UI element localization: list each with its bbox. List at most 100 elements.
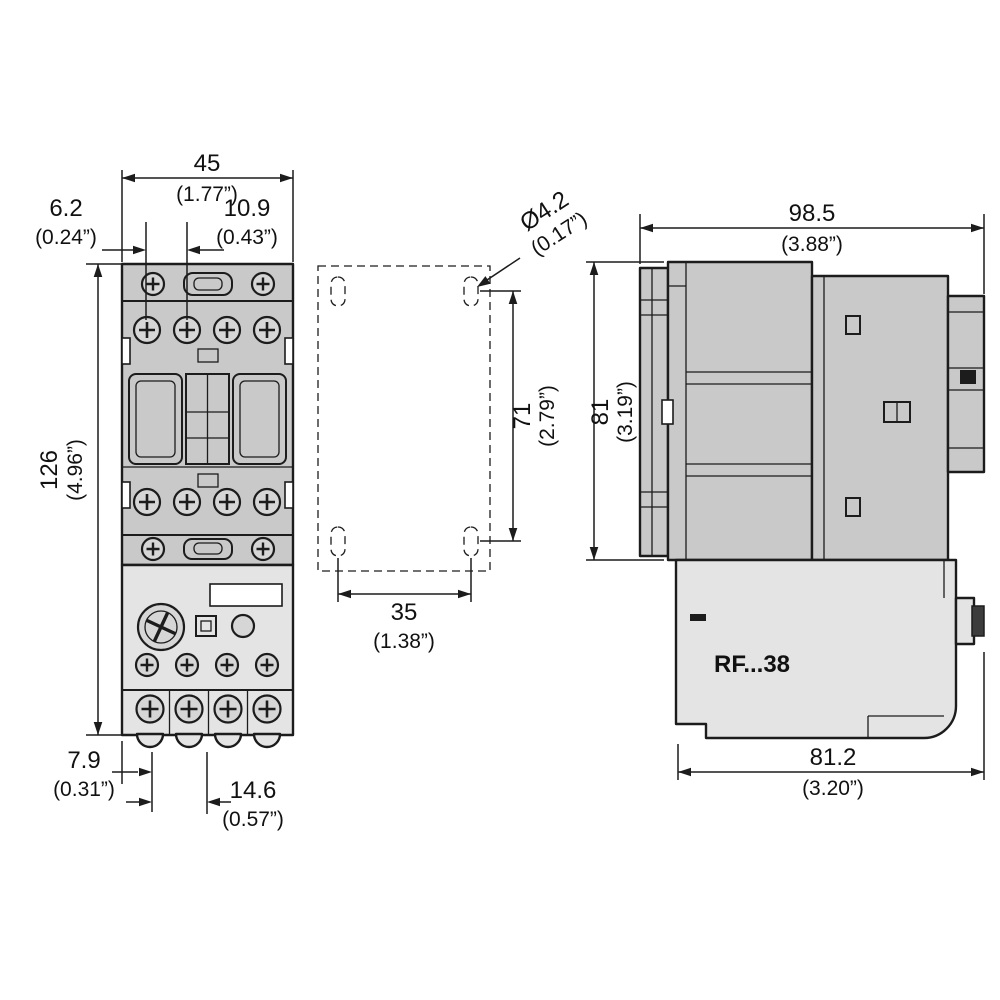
- top-clip: [183, 272, 233, 296]
- bottom-terminal-screw: [135, 694, 165, 724]
- dim-mounting-pitch-horizontal: 35 (1.38”): [337, 558, 472, 653]
- dim-lower-depth: 81.2 (3.20”): [677, 652, 985, 800]
- relay-screw: [134, 652, 160, 678]
- terminal-lug: [213, 732, 243, 749]
- dim-mounting-pitch-vertical: 71 (2.79”): [480, 290, 559, 542]
- dim-overall-height-in: (4.96”): [64, 439, 87, 501]
- screw: [250, 536, 276, 562]
- mounting-slot: [463, 276, 479, 307]
- bottom-terminal-screw: [174, 694, 204, 724]
- terminal-lug: [252, 732, 282, 749]
- bottom-clip-inner: [193, 542, 223, 555]
- side-tab: [121, 481, 131, 509]
- front-view: [120, 262, 295, 749]
- marker-block: [197, 348, 219, 363]
- side-view: RF...38: [638, 260, 986, 740]
- dim-front-width-in: (1.77”): [176, 183, 238, 206]
- dim-top-edge-offset: 6.2 (0.24”): [35, 195, 188, 320]
- center-pole-lines: [186, 374, 229, 464]
- adjustment-dial-ring: [144, 610, 178, 644]
- adjustment-dial-slot: [145, 611, 177, 643]
- reset-button: [230, 613, 256, 639]
- dim-side-height-in: (3.19”): [614, 381, 637, 443]
- dim-lower-depth-mm: 81.2: [810, 744, 857, 771]
- terminal-lug: [174, 732, 204, 749]
- rear-detail-block: [845, 497, 861, 517]
- relay-screw: [214, 652, 240, 678]
- dim-top-hole-pitch-in: (0.43”): [216, 226, 278, 249]
- terminal-screw: [212, 487, 242, 517]
- relay-label-window: [209, 583, 283, 607]
- contactor-side-rear: [810, 274, 950, 562]
- marker-block: [197, 473, 219, 488]
- mounting-slot: [330, 526, 346, 557]
- bottom-clip: [183, 538, 233, 560]
- dim-bottom-edge-offset-mm: 7.9: [67, 747, 100, 774]
- relay-screw: [254, 652, 280, 678]
- relay-marker: [690, 614, 706, 621]
- side-tab: [121, 337, 131, 365]
- side-tab: [284, 481, 294, 509]
- dim-front-width-mm: 45: [194, 150, 221, 177]
- mounting-outline: [317, 265, 491, 572]
- bottom-terminal-screw: [252, 694, 282, 724]
- dim-lower-depth-in: (3.20”): [802, 777, 864, 800]
- terminal-screw: [252, 315, 282, 345]
- bottom-terminal-screw: [213, 694, 243, 724]
- terminal-screw: [212, 315, 242, 345]
- dim-mounting-pitch-vertical-in: (2.79”): [536, 385, 559, 447]
- dim-side-height-mm: 81: [587, 399, 614, 426]
- model-label: RF...38: [714, 651, 790, 678]
- dim-top-hole-pitch-mm: 10.9: [224, 195, 271, 222]
- terminal-lug: [135, 732, 165, 749]
- contactor-side-body: [666, 260, 814, 562]
- terminal-separators: [168, 690, 249, 734]
- mounting-slot: [330, 276, 346, 307]
- dim-top-edge-offset-in: (0.24”): [35, 226, 97, 249]
- dim-front-width: 45 (1.77”): [121, 150, 294, 262]
- dim-overall-depth: 98.5 (3.88”): [639, 200, 985, 294]
- test-button: [195, 615, 217, 637]
- dim-mounting-pitch-horizontal-in: (1.38”): [373, 630, 435, 653]
- dim-top-edge-offset-mm: 6.2: [49, 195, 82, 222]
- terminal-screw: [252, 487, 282, 517]
- dimension-annotations: 45 (1.77”) 6.2 (0.24”) 10.9 (0.43”) 126 …: [35, 150, 985, 831]
- dim-mounting-pitch-vertical-mm: 71: [509, 403, 536, 430]
- top-clip-inner: [193, 277, 223, 291]
- screw: [250, 271, 276, 297]
- dim-overall-depth-mm: 98.5: [789, 200, 836, 227]
- pole-window: [232, 373, 287, 465]
- terminal-screw: [172, 315, 202, 345]
- dim-bottom-terminal-pitch-in: (0.57”): [222, 808, 284, 831]
- coil-terminal-lines: [948, 311, 984, 449]
- rear-detail-block: [845, 315, 861, 335]
- dim-side-height: 81 (3.19”): [586, 261, 664, 561]
- dim-mounting-hole-diameter: Ø4.2 (0.17”): [477, 186, 591, 287]
- pole-window: [128, 373, 183, 465]
- dim-bottom-terminal-pitch: 14.6 (0.57”): [126, 752, 284, 831]
- screw: [140, 536, 166, 562]
- mounting-pattern: [317, 265, 491, 572]
- dim-mounting-pitch-horizontal-mm: 35: [391, 599, 418, 626]
- terminal-screw: [132, 315, 162, 345]
- din-clip-lines: [640, 268, 668, 556]
- dim-overall-height: 126 (4.96”): [36, 263, 122, 736]
- relay-screw: [174, 652, 200, 678]
- relay-side-lines: [867, 560, 945, 738]
- pole-window-inner: [239, 380, 280, 458]
- dim-bottom-terminal-pitch-mm: 14.6: [230, 777, 277, 804]
- test-button-inner: [200, 620, 212, 632]
- dim-overall-depth-in: (3.88”): [781, 233, 843, 256]
- dim-bottom-edge-offset-in: (0.31”): [53, 778, 115, 801]
- dim-top-hole-pitch: 10.9 (0.43”): [187, 195, 278, 255]
- dim-overall-height-mm: 126: [36, 450, 63, 490]
- coil-terminal-mark: [960, 370, 976, 384]
- pole-window-inner: [135, 380, 176, 458]
- side-tab: [284, 337, 294, 365]
- relay-connector-cap: [971, 605, 985, 637]
- dim-bottom-edge-offset: 7.9 (0.31”): [53, 741, 153, 812]
- side-notch: [661, 399, 674, 425]
- mounting-slot: [463, 526, 479, 557]
